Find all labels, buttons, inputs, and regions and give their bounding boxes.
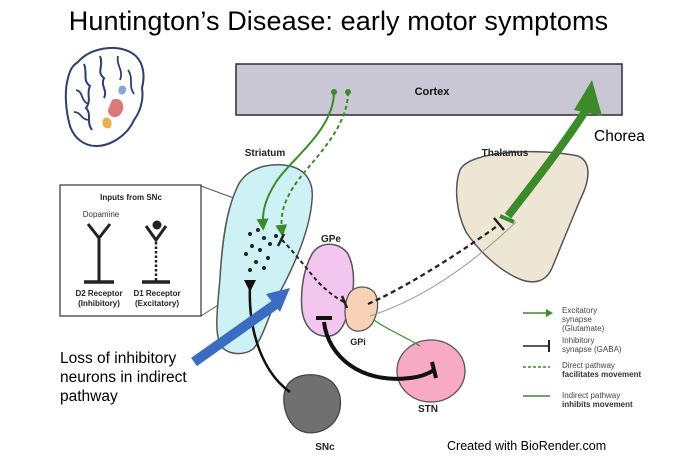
gpe-stn-path <box>322 321 436 381</box>
d2-receptor-label: D2 Receptor <box>75 289 122 298</box>
gpi-label: GPi <box>350 337 366 347</box>
loss-line-1: Loss of inhibitory <box>60 350 177 367</box>
gpi-thalamus-path <box>367 223 501 306</box>
pointer-arrow <box>191 299 279 367</box>
legend <box>523 309 553 397</box>
thalamus-region <box>455 150 589 283</box>
thalamus-cortex-arrowhead <box>574 80 602 116</box>
gpe-label: GPe <box>321 234 341 245</box>
cortex-striatum-direct-path <box>256 91 335 231</box>
legend-direct-1: Direct pathway <box>562 361 615 370</box>
gpe-region <box>300 243 355 337</box>
excitatory-legend-icon <box>546 309 553 317</box>
thalamus-cortex-path <box>504 107 590 219</box>
legend-excitatory-1: Excitatory <box>562 306 597 315</box>
legend-indirect-2: inhibits movement <box>562 400 633 409</box>
stn-gpi-path <box>373 319 421 347</box>
snc-region <box>283 374 342 434</box>
legend-inhibitory-2: synapse (GABA) <box>562 345 622 354</box>
d2-receptor-icon <box>84 223 114 284</box>
stn-label: STN <box>418 404 438 415</box>
striatum-snc-path <box>248 285 291 394</box>
page-title: Huntington’s Disease: early motor sympto… <box>68 6 609 36</box>
legend-indirect-1: Indirect pathway <box>562 391 620 400</box>
snc-label: SNc <box>315 442 335 453</box>
gpi-region <box>344 286 379 332</box>
loss-line-3: pathway <box>60 388 118 405</box>
inset-panel <box>59 184 251 317</box>
thalamus-label: Thalamus <box>482 148 529 159</box>
legend-direct-2: facilitates movement <box>562 370 641 379</box>
d1-receptor-label: D1 Receptor <box>133 289 180 298</box>
dopamine-label: Dopamine <box>83 210 120 219</box>
legend-inhibitory-1: Inhibitory <box>562 336 594 345</box>
d1-receptor-icon <box>142 220 170 284</box>
inset-title: Inputs from SNc <box>100 193 162 202</box>
cortex-region <box>235 63 623 116</box>
loss-annotation: Loss of inhibitory neurons in indirect p… <box>60 349 230 406</box>
legend-excitatory-2: synapse <box>562 315 592 324</box>
d2-receptor-sublabel: (Inhibitory) <box>78 299 120 308</box>
striatum-label: Striatum <box>245 148 286 159</box>
biorender-credit: Created with BioRender.com <box>447 439 607 453</box>
striatum-gpe-path <box>281 239 345 303</box>
striatum-region <box>216 164 314 355</box>
thalamus-feedback-line <box>369 221 517 317</box>
d1-receptor-sublabel: (Excitatory) <box>135 299 179 308</box>
loss-line-2: neurons in indirect <box>60 369 187 386</box>
legend-excitatory-3: (Glutamate) <box>562 324 605 333</box>
chorea-label: Chorea <box>594 128 645 145</box>
cortex-striatum-indirect-path <box>275 91 349 237</box>
pointer-arrowhead <box>266 288 290 312</box>
brain-icon <box>64 46 145 148</box>
cortex-label: Cortex <box>415 86 451 98</box>
